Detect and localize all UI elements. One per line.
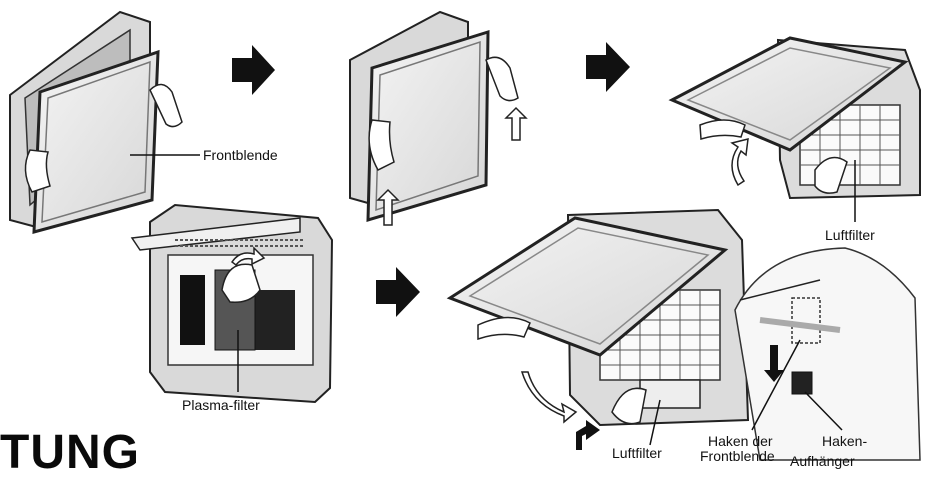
hand-icon bbox=[368, 119, 395, 171]
haken-aufhaenger-leader bbox=[804, 391, 843, 431]
luftfilter-bottom-leader bbox=[649, 399, 661, 446]
hand-icon bbox=[477, 316, 531, 341]
haken-aufhaenger-label-line2: Aufhänger bbox=[790, 453, 855, 469]
haken-aufhaenger-label-line1: Haken- bbox=[822, 433, 867, 449]
haken-der-label-line1: Haken der bbox=[708, 433, 773, 449]
hand-icon bbox=[485, 56, 519, 102]
curved-arrow-icon bbox=[730, 138, 749, 187]
luftfilter-top-label: Luftfilter bbox=[825, 227, 875, 243]
step4-unit bbox=[130, 203, 334, 404]
hand-icon bbox=[611, 387, 647, 425]
section-heading: TUNG bbox=[0, 426, 140, 479]
front-panel-lifted bbox=[366, 29, 490, 223]
curved-arrow-icon bbox=[230, 246, 266, 267]
step5-unit bbox=[446, 208, 921, 461]
step-arrow-icon bbox=[232, 45, 275, 95]
hand-icon bbox=[24, 149, 51, 193]
step-arrow-icon bbox=[586, 42, 630, 92]
haken-der-label-line2: Frontblende bbox=[700, 448, 775, 464]
frontblende-label: Frontblende bbox=[203, 147, 278, 163]
plasma-filter-label: Plasma-filter bbox=[182, 397, 260, 413]
step2-unit bbox=[349, 10, 528, 226]
hand-icon bbox=[221, 263, 261, 303]
step-arrow-icon bbox=[376, 267, 420, 317]
haken-der-leader bbox=[751, 339, 801, 431]
hand-icon bbox=[149, 83, 183, 128]
curved-arrow-icon bbox=[576, 420, 600, 450]
luftfilter-bottom-label: Luftfilter bbox=[612, 445, 662, 461]
hand-icon bbox=[814, 156, 848, 194]
hand-icon bbox=[699, 119, 746, 140]
curved-arrow-icon bbox=[504, 106, 528, 141]
step1-unit bbox=[9, 10, 183, 234]
step3-unit bbox=[668, 36, 921, 200]
curved-arrow-icon bbox=[520, 371, 578, 424]
curved-arrow-icon bbox=[376, 188, 400, 226]
